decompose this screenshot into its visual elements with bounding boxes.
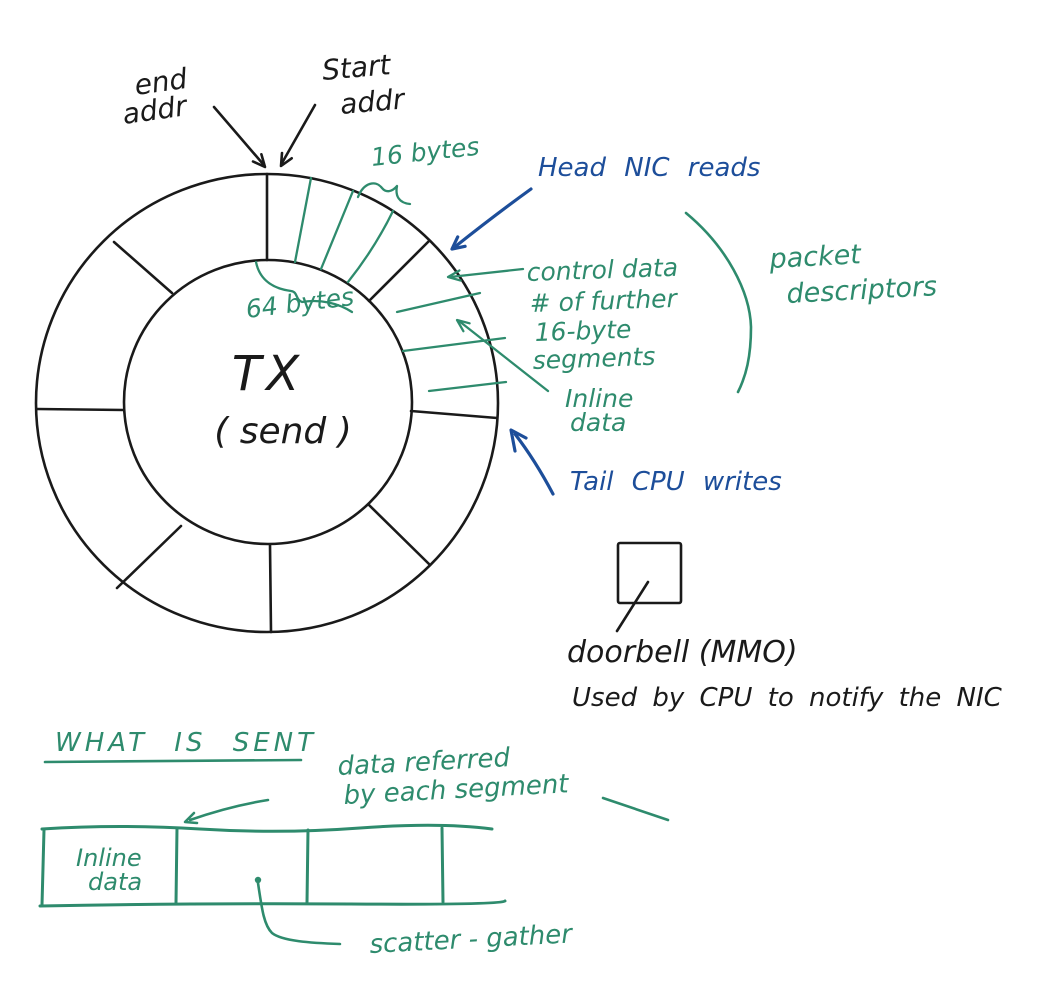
band-divider	[440, 826, 445, 904]
packet-descriptors-paren	[684, 211, 753, 394]
band-divider	[305, 828, 310, 905]
tail-label: Tail CPU writes	[570, 467, 782, 497]
ring-divider-lower-left	[115, 524, 183, 590]
head-tail-pointers: Head NIC reads Tail CPU writes	[450, 153, 782, 497]
tail-arrowhead-icon	[509, 428, 528, 453]
end-addr-arrowhead-icon	[251, 153, 267, 169]
segment-divider-green	[293, 176, 313, 264]
inline-data-band-line1: Inline	[76, 844, 142, 872]
segment-divider-green	[427, 380, 508, 393]
start-addr-label-line1: Start	[321, 48, 393, 87]
what-is-sent-section: WHAT IS SENT data referred by each segme…	[38, 728, 670, 960]
band-top-edge	[40, 823, 494, 833]
data-referred-arrowhead-icon	[183, 811, 199, 825]
packet-descriptors-line1: packet	[768, 239, 863, 275]
scatter-gather-label: scatter - gather	[369, 919, 575, 960]
what-is-sent-heading: WHAT IS SENT	[55, 728, 317, 758]
start-addr-arrowhead-icon	[279, 151, 294, 168]
control-data-line4: segments	[532, 342, 656, 375]
inline-data-arrowhead-icon	[455, 318, 471, 333]
control-data-line2: # of further	[529, 284, 679, 318]
head-label: Head NIC reads	[538, 153, 760, 183]
end-addr-label-line2: addr	[120, 89, 190, 131]
segment-divider-green	[401, 336, 507, 353]
band-divider	[174, 826, 179, 905]
doorbell-slash	[615, 580, 650, 633]
tail-arrow	[513, 432, 555, 496]
packet-descriptors-line2: descriptors	[786, 271, 938, 310]
ring-subtitle: ( send )	[214, 411, 352, 452]
sixty-four-bytes-label: 64 bytes	[244, 282, 355, 324]
sent-band: Inline data	[38, 823, 507, 908]
sixty-four-bytes-brace	[254, 260, 354, 314]
sixteen-bytes-label: 16 bytes	[370, 132, 481, 172]
descriptor-notes: control data # of further 16-byte segmen…	[446, 211, 938, 437]
head-arrowhead-icon	[450, 235, 467, 251]
scatter-gather-leader	[256, 881, 342, 946]
start-addr-arrow	[280, 103, 317, 165]
ring-divider-right	[409, 409, 499, 420]
inline-data-ring-line1: Inline	[565, 384, 633, 413]
segment-divider-green	[395, 291, 482, 314]
ring-divider-upper-right	[367, 239, 431, 303]
control-data-leader	[448, 267, 525, 279]
data-referred-dash	[601, 796, 670, 822]
control-data-arrowhead-icon	[446, 269, 462, 282]
band-left-edge	[40, 828, 46, 907]
ring-title: TX	[232, 346, 304, 402]
what-is-sent-underline	[43, 758, 303, 764]
sixteen-bytes-brace	[356, 182, 412, 206]
end-addr-label-line1: end	[132, 62, 189, 102]
control-data-line3: 16-byte	[534, 315, 632, 347]
ring-divider-lower-right	[367, 503, 431, 566]
control-data-line1: control data	[526, 253, 678, 287]
ring-divider-bottom	[268, 543, 273, 634]
band-bottom-edge	[38, 899, 507, 908]
tx-ring: TX ( send )	[34, 172, 508, 634]
inline-data-leader	[457, 319, 550, 393]
ring-divider-left	[35, 407, 126, 412]
data-referred-arrow	[188, 798, 270, 822]
segment-divider-green	[319, 189, 355, 271]
inline-data-ring-line2: data	[570, 408, 626, 437]
doorbell-label: doorbell (MMO)	[567, 635, 798, 670]
doorbell: doorbell (MMO) Used by CPU to notify the…	[567, 541, 1003, 713]
head-arrow	[454, 187, 533, 248]
doorbell-box	[616, 541, 683, 605]
segment-divider-green	[346, 209, 395, 284]
start-addr-label-line2: addr	[339, 82, 407, 121]
doorbell-note: Used by CPU to notify the NIC	[572, 683, 1003, 713]
scatter-gather-dot	[254, 876, 262, 884]
ring-divider-upper-left	[112, 240, 174, 295]
end-addr-arrow	[212, 105, 265, 166]
inline-data-band-line2: data	[88, 868, 142, 896]
addr-pointers: end addr Start addr	[120, 48, 407, 169]
